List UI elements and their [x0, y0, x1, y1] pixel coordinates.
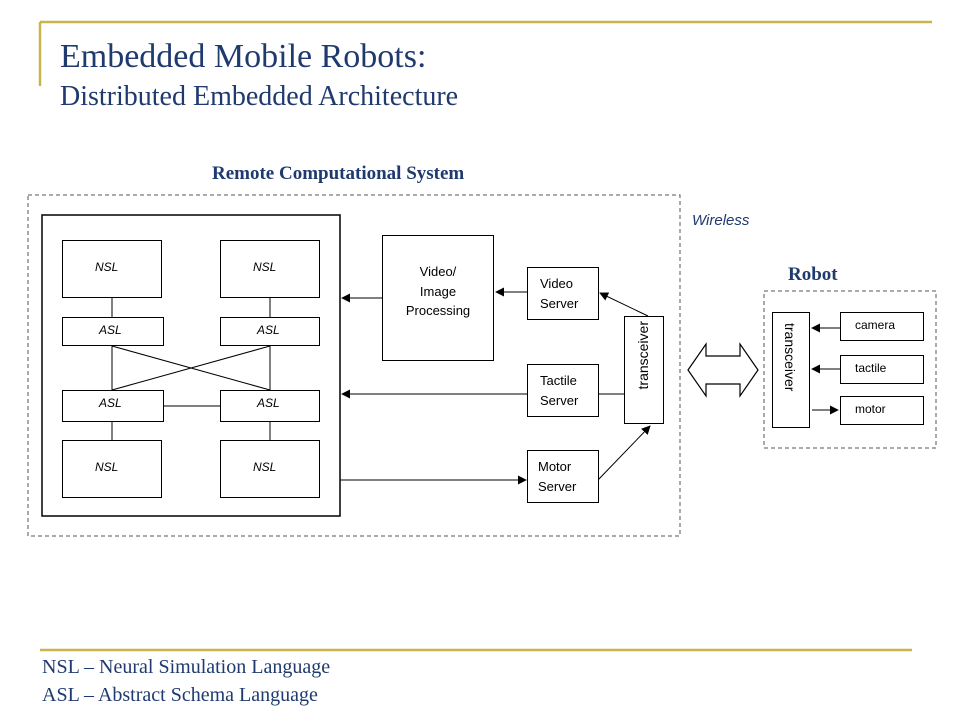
robot-transceiver-box: transceiver [772, 312, 810, 428]
page-title: Embedded Mobile Robots: [60, 38, 427, 75]
motor-server-box: Motor Server [527, 450, 599, 503]
remote-system-label: Remote Computational System [212, 163, 465, 184]
motor-box: motor [840, 396, 924, 425]
asl-box: ASL [62, 317, 164, 346]
asl-box: ASL [62, 390, 164, 422]
wireless-link-arrow [687, 342, 759, 398]
motor-to-transceiver-arrow [597, 425, 651, 481]
page-subtitle: Distributed Embedded Architecture [60, 81, 459, 112]
legend-nsl: NSL – Neural Simulation Language [42, 656, 331, 678]
video-image-processing-box: Video/ Image Processing [382, 235, 494, 361]
wireless-label: Wireless [692, 212, 750, 229]
robot-boundary [763, 290, 937, 449]
nsl-box: NSL [220, 240, 320, 298]
neural-container [41, 214, 341, 517]
transceiver-to-video-arrow [599, 292, 649, 317]
robot-transceiver-label: transceiver [782, 323, 798, 392]
asl-box: ASL [220, 390, 320, 422]
remote-transceiver-label: transceiver [635, 321, 651, 390]
remote-system-boundary [27, 194, 681, 537]
nsl-box: NSL [62, 240, 162, 298]
asl-box: ASL [220, 317, 320, 346]
robot-label: Robot [788, 264, 838, 285]
tactile-server-box: Tactile Server [527, 364, 599, 417]
nsl-box: NSL [62, 440, 162, 498]
tactile-sensor-box: tactile [840, 355, 924, 384]
camera-box: camera [840, 312, 924, 341]
legend-asl: ASL – Abstract Schema Language [42, 684, 318, 706]
nsl-box: NSL [220, 440, 320, 498]
video-server-box: Video Server [527, 267, 599, 320]
remote-transceiver-box: transceiver [624, 316, 664, 424]
